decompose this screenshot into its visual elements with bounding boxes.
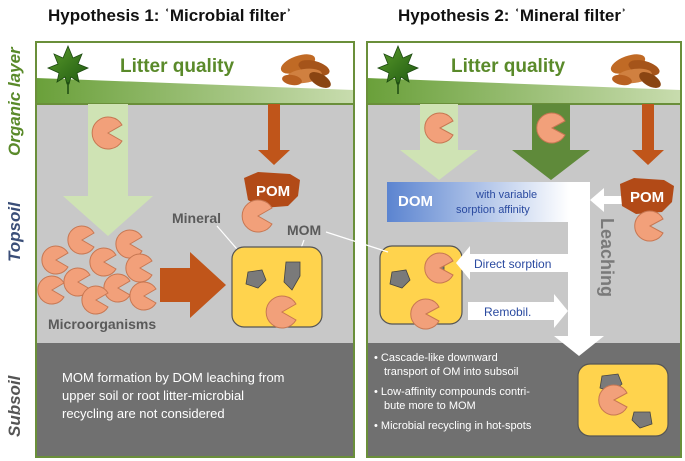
left-microbe-icon (125, 253, 153, 283)
left-mineral-label: Mineral (172, 210, 221, 226)
direct-sorption-label: Direct sorption (474, 257, 551, 271)
left-litter-to-pom-arrow (258, 104, 290, 165)
left-pom-microbe-icon (241, 199, 273, 233)
bullet-1-line-2: transport of OM into subsoil (384, 366, 519, 378)
organic-layer-label: Organic layer (5, 46, 24, 156)
bullet-2-line-2: bute more to MOM (384, 400, 476, 412)
right-green-leaf-icon (376, 44, 420, 94)
left-microbe-icon (81, 285, 109, 315)
right-light-arrow-microbe-icon (424, 112, 454, 144)
left-pom-label: POM (256, 183, 290, 200)
left-mom-fragment-1 (245, 269, 267, 289)
left-panel: Litter quality POM Mineral MOM (35, 41, 355, 458)
right-subsoil-mom-fragment-2 (631, 411, 653, 429)
left-microbe-icon (41, 245, 69, 275)
left-microbe-icon (37, 275, 65, 305)
left-microbe-cluster (37, 225, 157, 315)
left-litter-quality-label: Litter quality (120, 56, 234, 77)
hypothesis-2-title: Hypothesis 2: ʿMineral filterʾ (398, 6, 627, 25)
left-subsoil-line-2: upper soil or root litter-microbial (62, 388, 244, 403)
direct-sorption-arrow (456, 246, 568, 280)
right-pom-to-dom-arrow (590, 188, 622, 212)
right-litter-quality-label: Litter quality (451, 56, 565, 77)
left-subsoil-line-1: MOM formation by DOM leaching from (62, 370, 285, 385)
mom-link-line (325, 231, 389, 253)
left-subsoil-line-3: recycling are not considered (62, 406, 225, 421)
left-litter-to-microbes-arrow (63, 104, 153, 236)
bullet-3-line-1: • Microbial recycling in hot-spots (374, 420, 532, 432)
left-microbes-to-mineral-arrow (160, 252, 226, 318)
left-microorganisms-label: Microorganisms (48, 316, 156, 332)
right-pom-microbe-icon (634, 210, 664, 242)
right-panel-border (366, 41, 682, 458)
right-pom-blob (620, 178, 674, 214)
remobil-arrow (468, 294, 568, 328)
topsoil-label: Topsoil (5, 201, 24, 262)
right-dom-desc-line-2: sorption affinity (456, 204, 530, 216)
left-mom-label: MOM (287, 222, 321, 238)
right-litter-to-pom-arrow (632, 104, 664, 165)
left-pom-blob (244, 172, 300, 208)
left-arrow-microbe-icon (91, 116, 123, 150)
subsoil-label: Subsoil (5, 374, 24, 437)
right-leaching-arrow (554, 182, 604, 356)
right-mom-fragment-1 (389, 269, 411, 289)
left-subsoil-zone (36, 343, 354, 457)
right-panel: Litter quality Leaching DOM with variabl… (325, 41, 682, 458)
right-leaching-label: Leaching (597, 218, 617, 297)
right-dom-label: DOM (398, 193, 433, 210)
left-litter-wedge (36, 78, 354, 104)
right-mineral-microbe-icon-2 (410, 298, 440, 330)
left-mineral-microbe-icon (265, 295, 297, 329)
left-panel-border (35, 41, 355, 458)
right-dom-desc-line-1: with variable (475, 189, 537, 201)
right-dom-box (387, 182, 569, 222)
left-green-leaf-icon (46, 44, 90, 94)
bullet-2-line-1: • Low-affinity compounds contri- (374, 386, 530, 398)
right-dry-leaves-icon (610, 54, 661, 88)
right-subsoil-microbe-icon (598, 384, 628, 416)
left-dry-leaves-icon (280, 54, 331, 88)
right-litter-wedge (367, 78, 681, 104)
right-subsoil-mineral-box (577, 363, 669, 437)
bullet-1-line-1: • Cascade-like downward (374, 352, 498, 364)
right-pom-label: POM (630, 189, 664, 206)
left-microbe-icon (89, 247, 117, 277)
right-dark-arrow-microbe-icon (536, 112, 566, 144)
remobil-label: Remobil. (484, 305, 531, 319)
hypothesis-1-title: Hypothesis 1: ʿMicrobial filterʾ (48, 6, 292, 25)
left-microbe-icon (67, 225, 95, 255)
left-mom-fragment-2 (283, 261, 301, 291)
right-mineral-microbe-icon (424, 252, 454, 284)
left-microbe-icon (129, 281, 157, 311)
